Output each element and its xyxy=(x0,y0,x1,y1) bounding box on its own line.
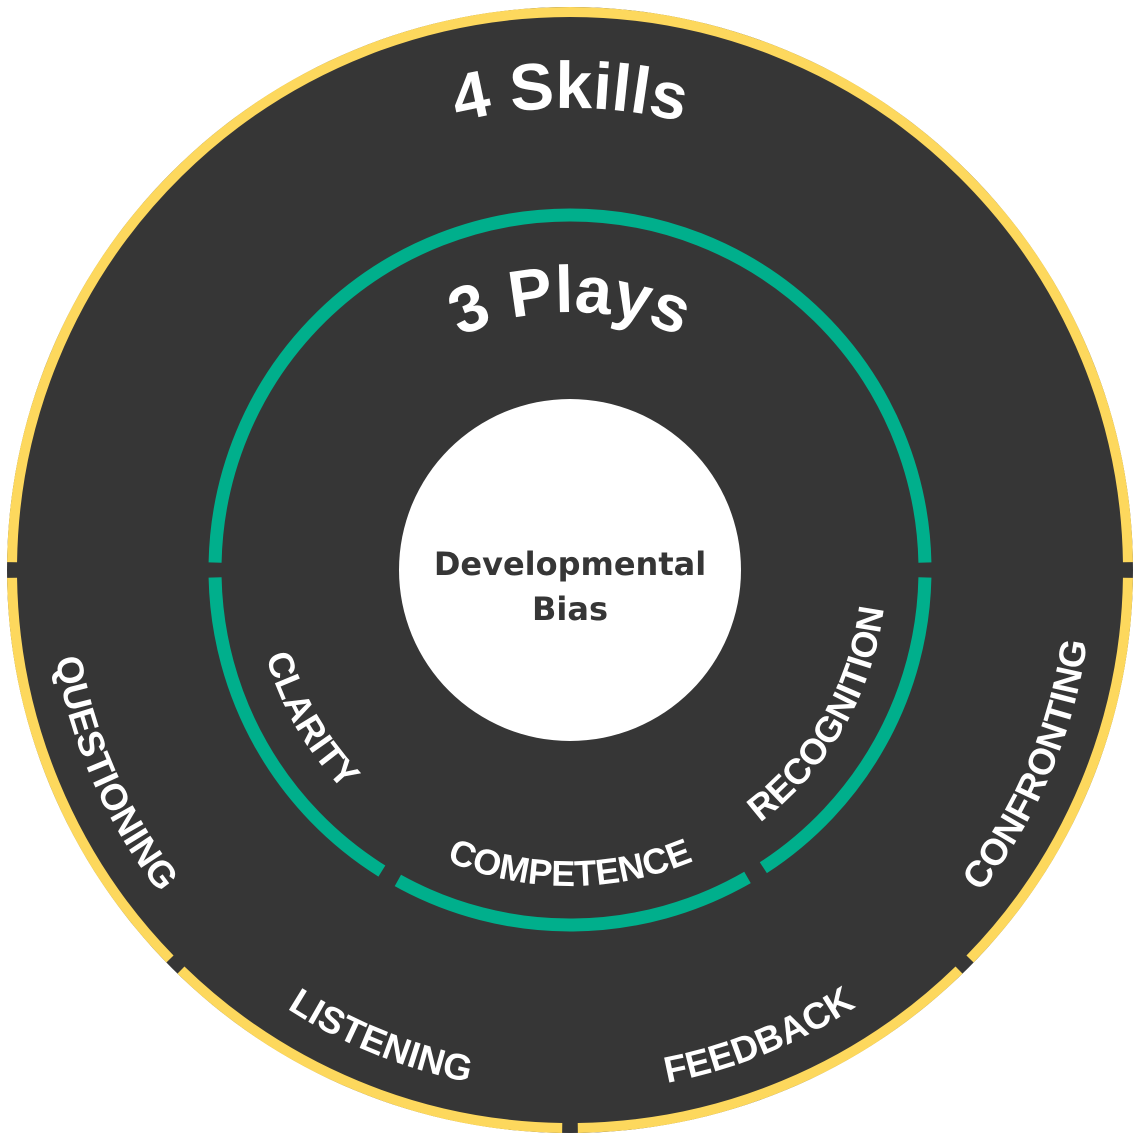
center-circle xyxy=(399,399,741,741)
center-label-line2: Bias xyxy=(532,590,608,628)
green-ring-segment xyxy=(208,577,386,877)
green-ring-segment xyxy=(759,577,932,874)
outer-yellow-ring xyxy=(7,6,1133,1133)
inner-green-ring xyxy=(208,208,932,932)
green-ring-segment xyxy=(208,208,932,563)
center-label-line1: Developmental xyxy=(434,545,706,583)
yellow-ring-segment xyxy=(966,577,1133,963)
yellow-ring-segment xyxy=(577,966,963,1133)
yellow-ring-segment xyxy=(7,577,174,963)
yellow-ring-segment xyxy=(7,6,1133,563)
green-ring-segment xyxy=(394,871,751,932)
title-4-skills: 4 Skills xyxy=(445,48,695,135)
yellow-ring-segment xyxy=(177,966,563,1133)
